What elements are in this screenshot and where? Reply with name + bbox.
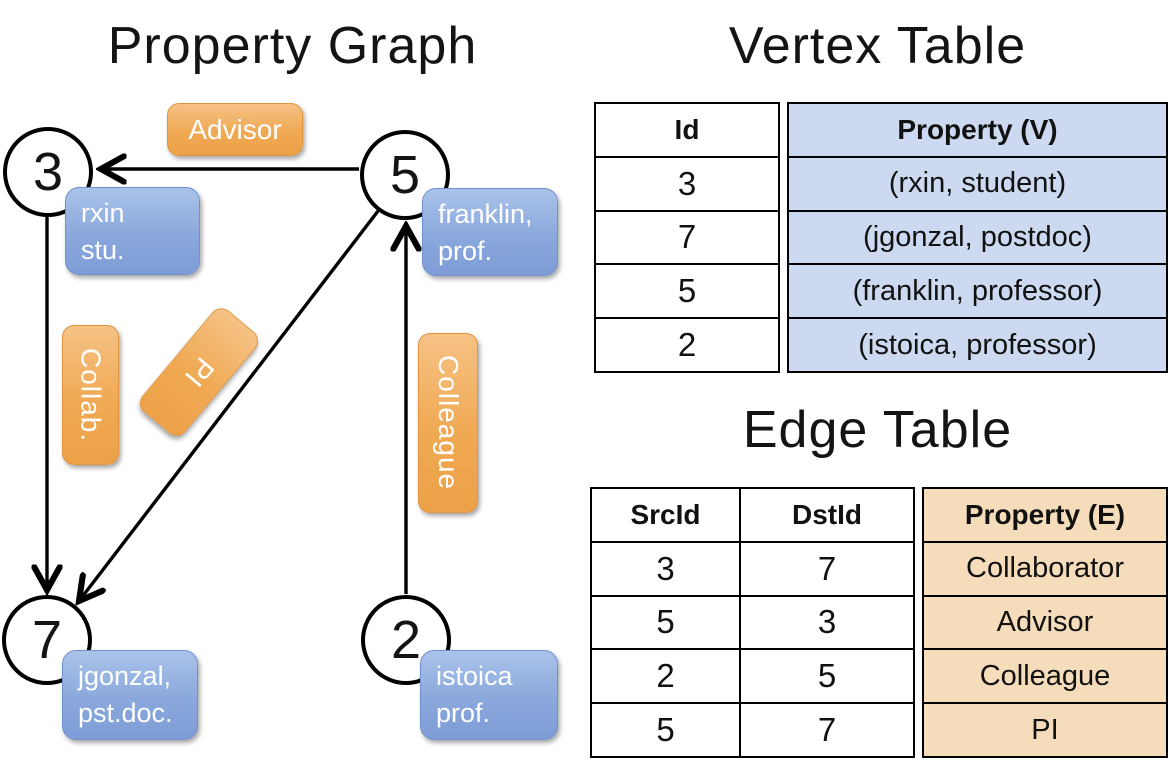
table-cell: 7 (596, 212, 778, 266)
table-cell: (istoica, professor) (789, 319, 1166, 371)
vertex-box-line: jgonzal, (78, 661, 172, 691)
edge-table: SrcId DstId 3 7 5 3 2 5 5 7 Property (E)… (590, 487, 1168, 758)
edge-table-title: Edge Table (742, 401, 1013, 459)
table-cell: (jgonzal, postdoc) (789, 211, 1166, 266)
vertex-table: Id 3 7 5 2 Property (V) (rxin, student) … (594, 102, 1168, 373)
edge-label-text: PI (178, 351, 221, 394)
table-cell: 5 (656, 711, 675, 749)
node-5-id: 5 (389, 145, 421, 205)
table-cell: (rxin, student) (789, 157, 1166, 212)
graph-node-5: 5 (360, 130, 450, 220)
vertex-property-box-istoica: istoica prof. (420, 650, 558, 740)
edge-label-colleague: Colleague (418, 333, 478, 513)
graph-node-2: 2 (361, 595, 451, 685)
node-7-id: 7 (31, 610, 63, 670)
vertex-box-line: istoica (436, 661, 513, 691)
vertex-table-id-header: Id (596, 104, 778, 158)
node-2-id: 2 (390, 610, 422, 670)
edge-table-dst-header: DstId (739, 489, 913, 541)
table-cell: 3 (656, 549, 675, 587)
table-cell: 3 (596, 158, 778, 212)
table-cell: Colleague (924, 650, 1166, 705)
edge-table-src-header: SrcId (630, 498, 701, 530)
table-cell: Collaborator (924, 542, 1166, 597)
vertex-table-id-column: Id 3 7 5 2 (594, 102, 780, 373)
vertex-table-property-header: Property (V) (789, 104, 1166, 158)
edge-label-collab: Collab. (62, 325, 119, 465)
vertex-box-line: pst.doc. (78, 698, 173, 729)
vertex-box-line: prof. (436, 698, 491, 729)
property-graph-title: Property Graph (107, 17, 478, 75)
edge-arrow-5-to-7 (79, 209, 380, 601)
edge-label-text: Advisor (188, 113, 282, 145)
vertex-box-line: stu. (81, 235, 125, 266)
vertex-property-box-jgonzal: jgonzal, pst.doc. (62, 650, 198, 740)
edge-table-property-header: Property (E) (924, 489, 1166, 543)
vertex-property-box-rxin: rxin stu. (65, 187, 200, 275)
table-cell: 3 (739, 596, 913, 649)
edge-table-property-column: Property (E) Collaborator Advisor Collea… (922, 487, 1168, 758)
table-cell: (franklin, professor) (789, 265, 1166, 320)
node-3-id: 3 (32, 142, 64, 202)
vertex-property-box-franklin: franklin, prof. (422, 188, 558, 276)
table-cell: 2 (677, 326, 697, 364)
table-cell: 7 (739, 704, 913, 756)
vertex-table-title: Vertex Table (728, 17, 1027, 75)
vertex-table-property-column: Property (V) (rxin, student) (jgonzal, p… (787, 102, 1168, 373)
edge-label-text: Colleague (433, 355, 464, 491)
table-cell: 2 (656, 657, 675, 695)
vertex-box-line: franklin, (438, 199, 533, 229)
edge-label-text: Collab. (75, 347, 107, 443)
vertex-box-line: prof. (438, 236, 493, 267)
table-cell: 5 (596, 265, 778, 320)
edge-table-id-columns: SrcId DstId 3 7 5 3 2 5 5 7 (590, 487, 915, 758)
table-cell: 5 (739, 650, 913, 703)
graph-edges-layer (0, 0, 585, 760)
table-cell: 7 (739, 542, 913, 595)
vertex-box-line: rxin (81, 198, 125, 228)
edge-label-advisor: Advisor (167, 103, 303, 156)
table-cell: 5 (656, 603, 675, 641)
table-cell: Advisor (924, 596, 1166, 651)
table-cell: PI (924, 704, 1166, 756)
